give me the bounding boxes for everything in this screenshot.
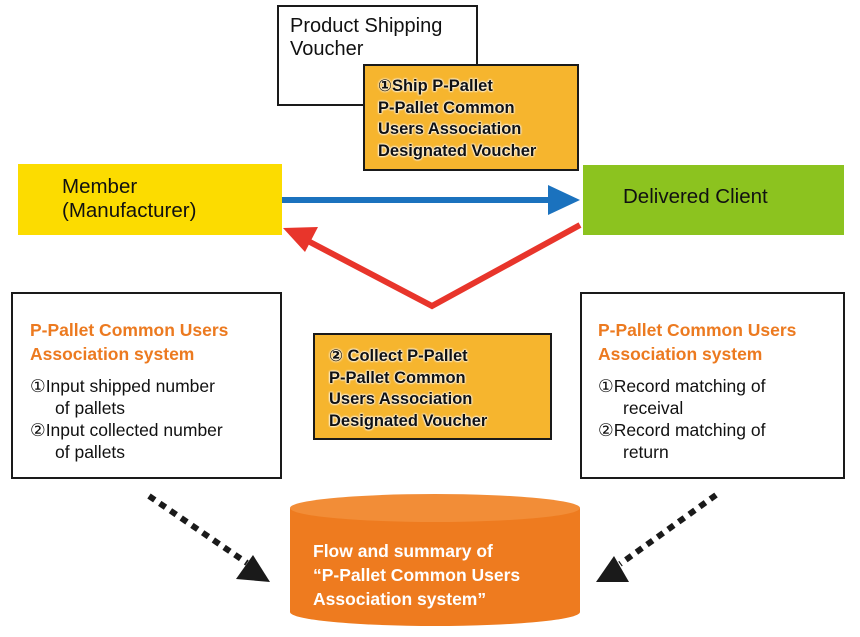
left-dotted-arrow-line [147,493,249,566]
ship-note-line3: Users Association [378,120,522,138]
member-line1: Member [62,175,138,198]
right-dotted-arrow-line [618,492,718,567]
left-system-title-line2: Association system [30,344,195,364]
ship-note-line2: P-Pallet Common [378,98,515,117]
right-system-title: P-Pallet Common Users Association system [598,318,843,366]
collect-note-line1: ② Collect P-Pallet [329,347,468,365]
right-system-item1: ①Record matching of [598,376,766,396]
left-system-item1: ①Input shipped number [30,376,215,396]
right-system-title-line1: P-Pallet Common Users [598,320,797,340]
left-system-title-line1: P-Pallet Common Users [30,320,229,340]
database-label: Flow and summary of “P-Pallet Common Use… [313,539,583,611]
database-line3: Association system” [313,589,487,609]
ship-note-line4: Designated Voucher [378,141,537,160]
shipping-voucher-line2: Voucher [290,38,364,60]
left-dotted-arrow-head [236,555,270,582]
collect-note-line3: Users Association [329,390,473,408]
ship-arrow-head [548,185,580,215]
database-cylinder [290,494,580,626]
database-line1: Flow and summary of [313,541,493,561]
left-system-item2: ②Input collected number [30,420,223,440]
collect-note-line4: Designated Voucher [329,411,488,430]
right-system-item2: ②Record matching of [598,420,766,440]
ship-pallet-voucher: ①Ship P-Pallet P-Pallet Common Users Ass… [363,64,579,171]
right-dotted-arrow-head [596,556,629,582]
member-manufacturer-box: Member (Manufacturer) [18,164,282,235]
return-arrow-head [283,227,318,252]
left-system-title: P-Pallet Common Users Association system [30,318,280,366]
client-label: Delivered Client [623,185,768,208]
right-system-title-line2: Association system [598,344,763,364]
member-line2: (Manufacturer) [62,199,197,222]
right-system-item1-cont: receival [623,398,684,418]
right-system-item2-cont: return [623,442,669,462]
right-system-box: P-Pallet Common Users Association system… [580,292,845,479]
collect-pallet-voucher: ② Collect P-Pallet P-Pallet Common Users… [313,333,552,440]
collect-note-line2: P-Pallet Common [329,368,466,387]
left-system-item2-cont: of pallets [55,442,126,462]
ship-note-line1: ①Ship P-Pallet [378,77,493,95]
left-system-box: P-Pallet Common Users Association system… [11,292,282,479]
shipping-voucher-line1: Product Shipping [290,15,443,37]
delivered-client-box: Delivered Client [583,165,844,235]
left-system-item1-cont: of pallets [55,398,126,418]
database-line2: “P-Pallet Common Users [313,565,521,585]
return-arrow-line [306,222,582,310]
